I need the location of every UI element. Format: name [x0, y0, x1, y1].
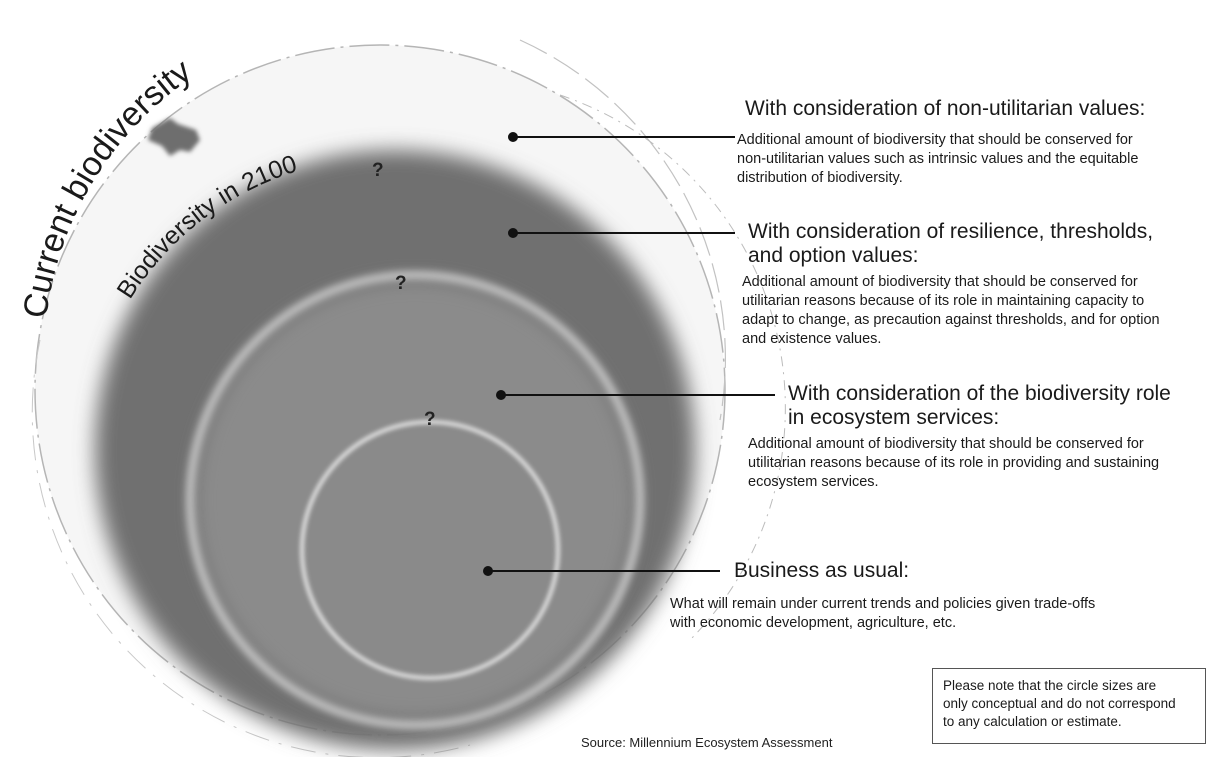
callout-desc-resilience: Additional amount of biodiversity that s…: [742, 274, 1160, 347]
callout-desc-business-as-usual: What will remain under current trends an…: [670, 596, 1096, 631]
callout-title-ecosystem-services: With consideration of the biodiversity r…: [788, 382, 1171, 429]
question-mark-outer: ?: [372, 160, 384, 181]
leader-line-4: [483, 566, 720, 576]
leader-line-3: [496, 390, 775, 400]
outer-dashed-arc-2: [559, 94, 786, 641]
callout-desc-ecosystem-services: Additional amount of biodiversity that s…: [748, 436, 1160, 490]
ecosystem-services-ring: [186, 271, 644, 729]
callout-title-non-utilitarian: With consideration of non-utilitarian va…: [745, 97, 1146, 120]
outer-dashed-arc-3: [31, 339, 471, 757]
source-attribution: Source: Millennium Ecosystem Assessment: [581, 735, 833, 750]
business-as-usual-disc: [305, 425, 555, 675]
question-mark-inner: ?: [424, 409, 436, 430]
biodiversity-blob-icon: [148, 118, 200, 156]
business-as-usual-ring: [300, 420, 560, 680]
callout-desc-non-utilitarian: Additional amount of biodiversity that s…: [737, 132, 1139, 186]
leader-line-2: [508, 228, 735, 238]
callout-title-resilience: With consideration of resilience, thresh…: [748, 220, 1154, 267]
conceptual-note-box: Please note that the circle sizes are on…: [932, 668, 1206, 744]
question-mark-middle: ?: [395, 273, 407, 294]
outer-dashed-arc: [519, 39, 727, 421]
leader-line-1: [508, 132, 735, 142]
callout-title-business-as-usual: Business as usual:: [734, 559, 910, 582]
